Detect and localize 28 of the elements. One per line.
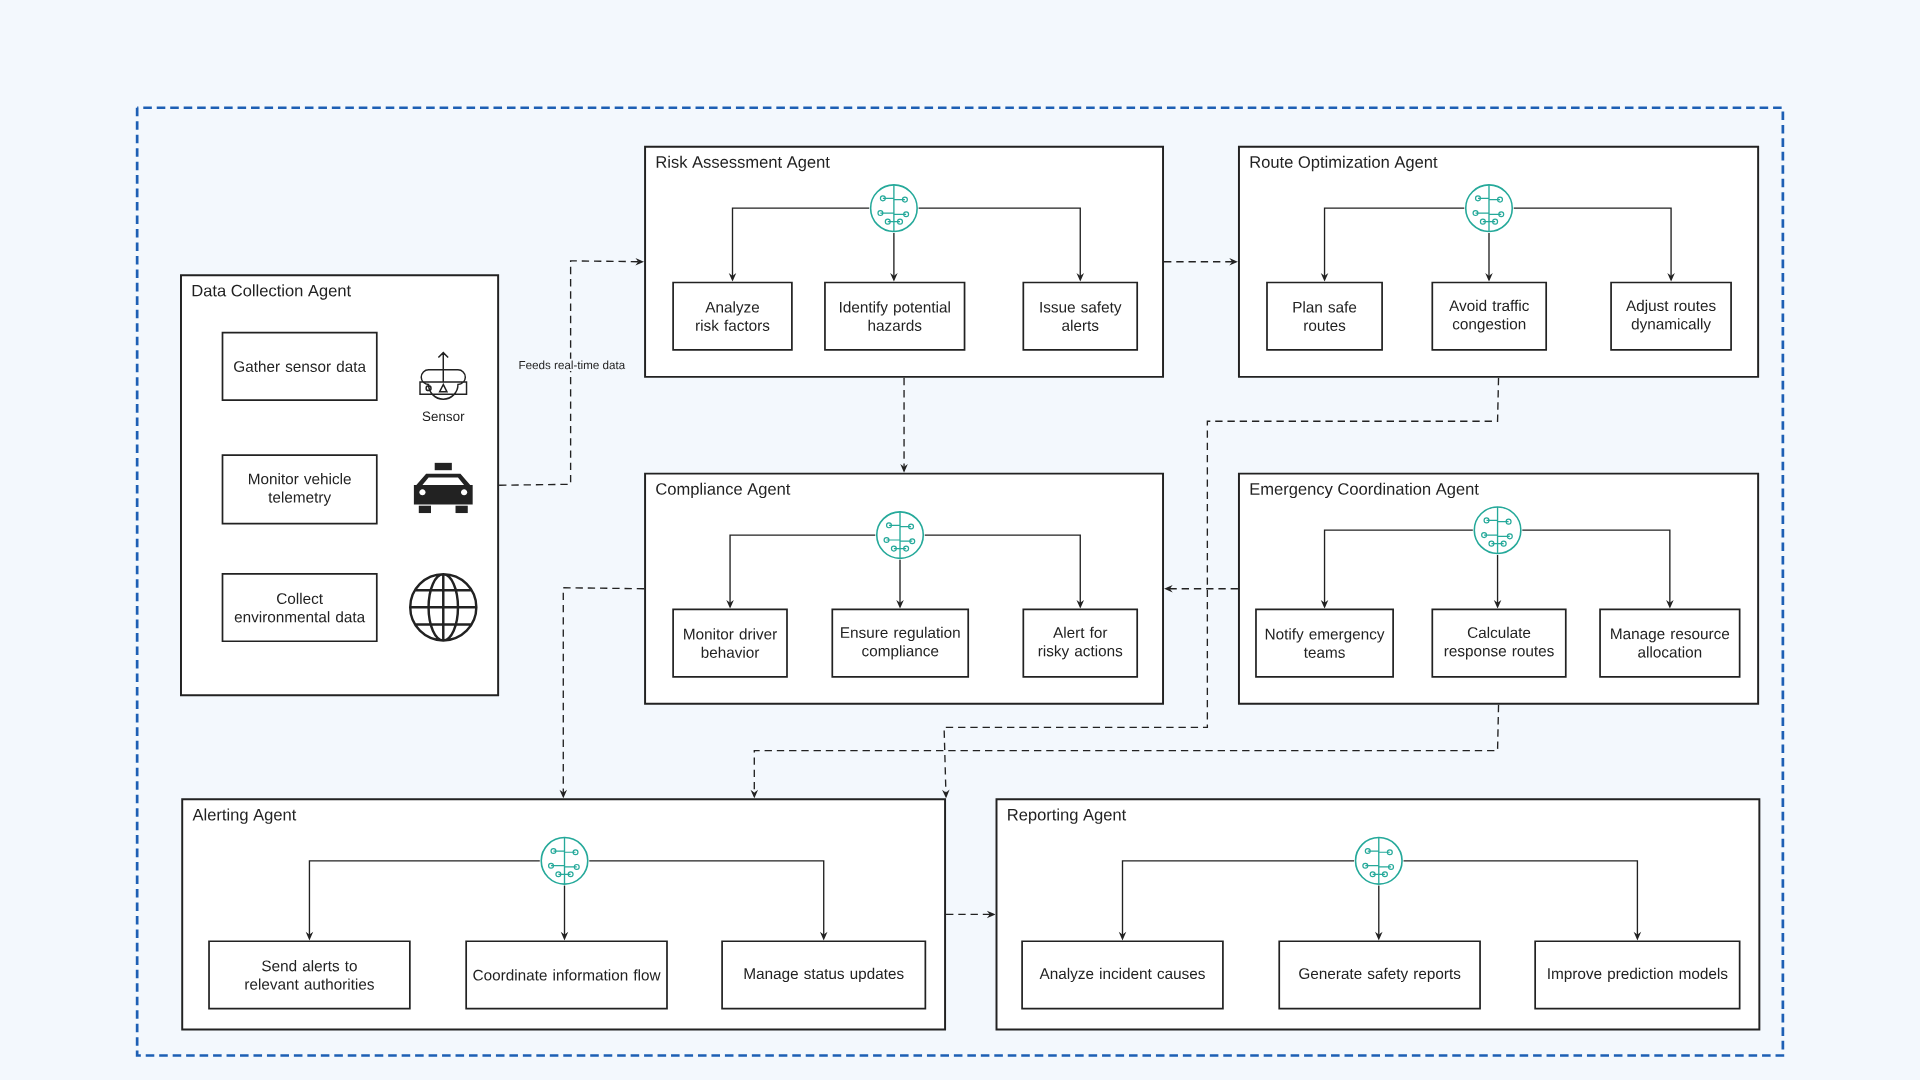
task-box: Issue safety alerts [1022, 281, 1139, 351]
task-box: Coordinate information flow [465, 940, 668, 1010]
task-box: Calculate response routes [1431, 608, 1567, 678]
task-box: Improve prediction models [1534, 940, 1741, 1010]
brain-icon [869, 184, 918, 233]
task-box: Notify emergency teams [1255, 608, 1394, 678]
task-box: Send alerts to relevant authorities [208, 940, 411, 1010]
task-box: Plan safe routes [1266, 281, 1383, 351]
label-text: Sensor [422, 411, 465, 422]
task-box: Monitor vehicle telemetry [221, 454, 378, 525]
task-box: Avoid traffic congestion [1431, 281, 1548, 351]
brain-icon [1464, 184, 1514, 233]
brain-icon [1354, 836, 1403, 885]
task-box: Collect environmental data [221, 573, 378, 643]
task-box: Alert for risky actions [1022, 608, 1139, 678]
task-box: Analyze risk factors [672, 281, 793, 351]
task-box: Monitor driver behavior [672, 608, 788, 678]
task-box: Manage status updates [721, 940, 927, 1010]
task-box: Gather sensor data [221, 331, 378, 401]
task-box: Identify potential hazards [824, 281, 966, 351]
brain-icon [875, 511, 925, 560]
task-box: Adjust routes dynamically [1610, 281, 1732, 351]
brain-icon [1473, 506, 1522, 555]
task-box: Generate safety reports [1278, 940, 1481, 1010]
task-box: Analyze incident causes [1021, 940, 1224, 1010]
brain-icon [540, 836, 589, 885]
task-box: Ensure regulation compliance [831, 608, 970, 678]
task-box: Manage resource allocation [1599, 608, 1741, 678]
